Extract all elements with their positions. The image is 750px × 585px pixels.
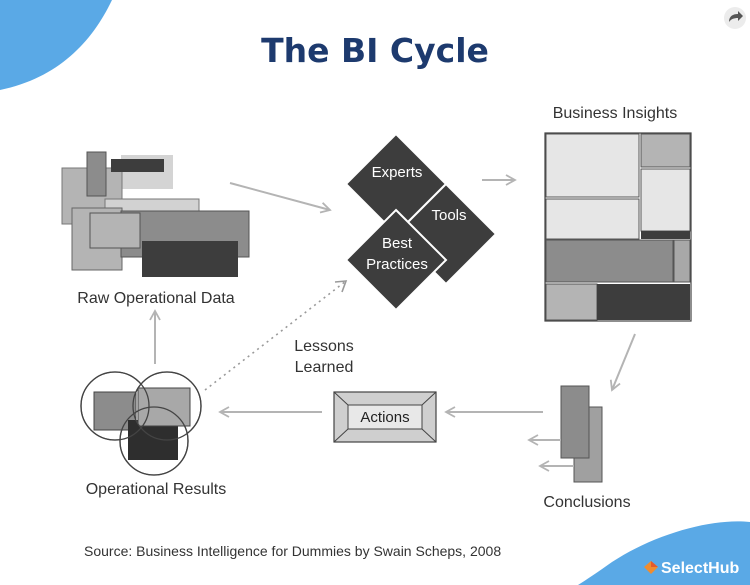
process-diamonds: Experts Tools Best Practices: [344, 132, 498, 312]
page-title: The BI Cycle: [261, 31, 489, 70]
practices-label: Practices: [366, 256, 428, 273]
experts-label: Experts: [372, 164, 423, 181]
operational-results-icon: [80, 371, 202, 476]
lessons-arrowhead: [334, 280, 348, 293]
business-insights-label: Business Insights: [553, 105, 678, 122]
bottom-right-blob: [578, 521, 750, 585]
arrow-data-to-process: [229, 182, 332, 214]
learned-label: Learned: [295, 359, 354, 376]
actions-label: Actions: [360, 409, 409, 426]
conclusions-icon: [527, 385, 603, 483]
raw-data-label: Raw Operational Data: [77, 290, 235, 307]
best-label: Best: [382, 235, 413, 252]
insights-treemap-icon: [544, 132, 692, 322]
operational-results-label: Operational Results: [86, 481, 227, 498]
lessons-label: Lessons: [294, 338, 354, 355]
top-left-blob: [0, 0, 112, 90]
actions-box: Actions: [333, 391, 437, 443]
tools-label: Tools: [431, 207, 466, 224]
share-icon[interactable]: [724, 7, 746, 29]
best-practices-diamond: [344, 208, 448, 312]
selecthub-logo[interactable]: SelectHub: [644, 560, 739, 577]
conclusions-label: Conclusions: [543, 494, 630, 511]
brand-name: SelectHub: [661, 560, 739, 577]
source-citation: Source: Business Intelligence for Dummie…: [84, 543, 501, 559]
raw-data-collage-icon: [61, 151, 250, 277]
arrow-insights-to-conclusions: [609, 333, 636, 392]
